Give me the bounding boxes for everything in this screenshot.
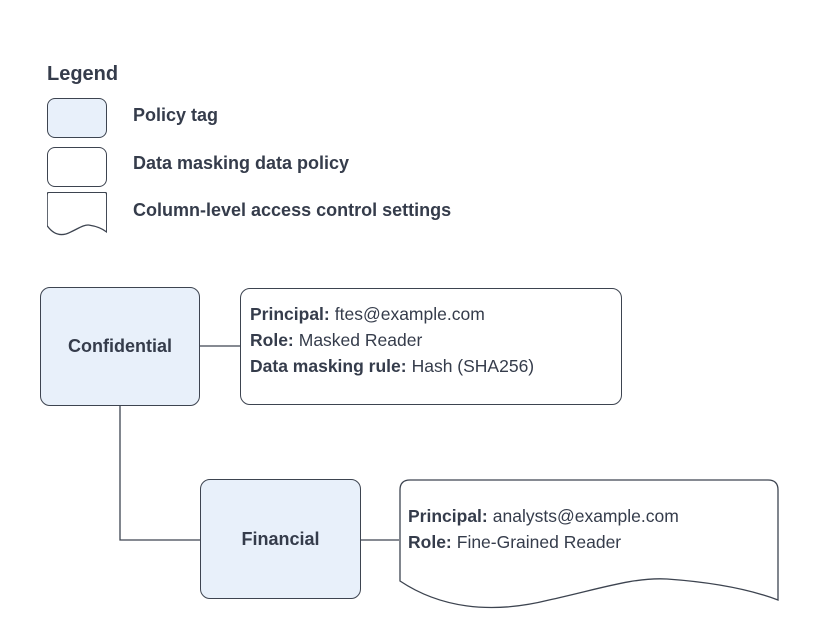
document-swatch: [47, 192, 107, 237]
field-label: Role:: [408, 532, 452, 552]
field-label: Principal:: [408, 506, 488, 526]
field-value: ftes@example.com: [334, 304, 485, 324]
legend-label-data-masking-policy: Data masking data policy: [133, 153, 350, 173]
legend-title: Legend: [47, 63, 119, 85]
policy-tag-label: Confidential: [68, 336, 172, 356]
policy-field-role: Role:Masked Reader: [250, 327, 615, 353]
field-value: Masked Reader: [298, 330, 423, 350]
legend-label-policy-tag: Policy tag: [133, 105, 219, 125]
policy-field-principal: Principal:analysts@example.com: [408, 503, 780, 529]
field-label: Role:: [250, 330, 294, 350]
field-label: Data masking rule:: [250, 356, 407, 376]
data-masking-policy-swatch: [47, 147, 107, 187]
legend-label-column-access: Column-level access control settings: [133, 200, 452, 220]
field-value: analysts@example.com: [492, 506, 679, 526]
policy-field-principal: Principal:ftes@example.com: [250, 301, 615, 327]
field-value: Fine-Grained Reader: [456, 532, 622, 552]
policy-field-masking-rule: Data masking rule:Hash (SHA256): [250, 353, 615, 379]
document-shape: [399, 479, 779, 609]
policy-tag-swatch: [47, 98, 107, 138]
policy-tag-node-financial: Financial: [200, 479, 361, 599]
policy-tag-node-confidential: Confidential: [40, 287, 200, 406]
field-value: Hash (SHA256): [411, 356, 535, 376]
field-label: Principal:: [250, 304, 330, 324]
policy-tag-label: Financial: [241, 528, 320, 549]
policy-field-role: Role:Fine-Grained Reader: [408, 529, 780, 555]
data-masking-policy-node: Principal:ftes@example.com Role:Masked R…: [240, 288, 622, 405]
document-content: Principal:analysts@example.com Role:Fine…: [399, 479, 780, 555]
column-access-settings-node: Principal:analysts@example.com Role:Fine…: [399, 479, 780, 615]
